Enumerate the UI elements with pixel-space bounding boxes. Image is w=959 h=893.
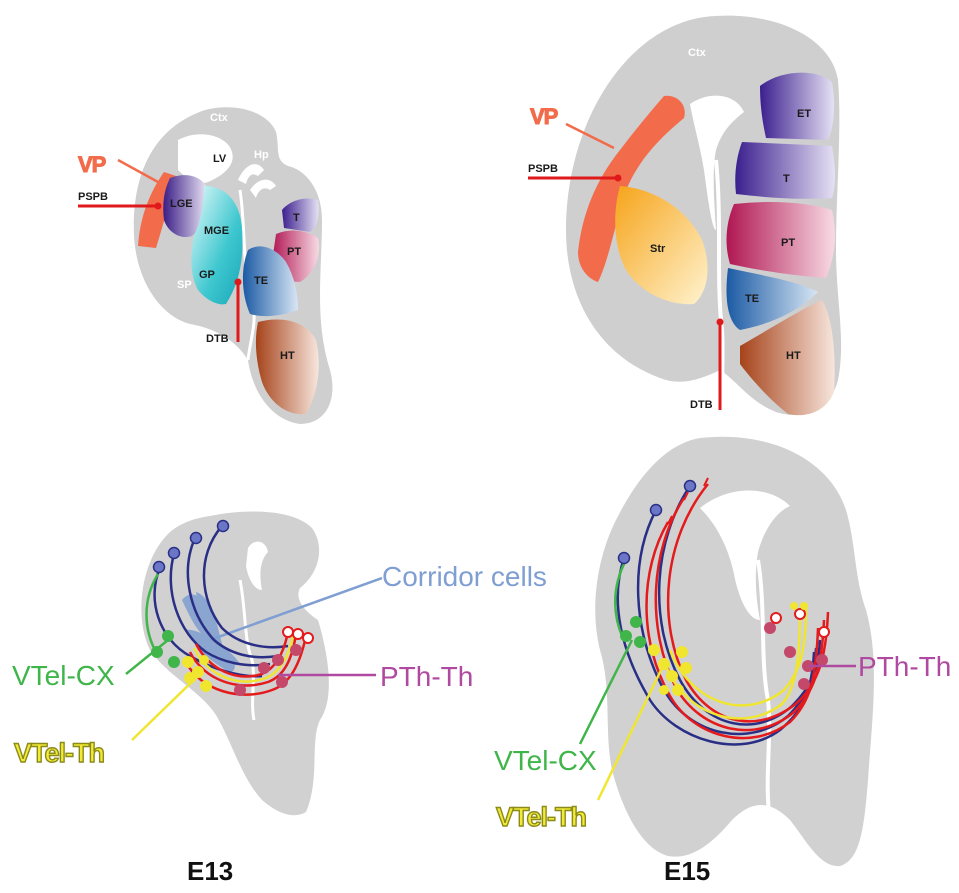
e13-pspb-dot xyxy=(155,203,162,210)
e15-vp-label: VP xyxy=(530,104,558,129)
soma-yellow xyxy=(200,680,212,692)
e13-bottom-panel: Corridor cells VTel-CX VTel-Th PTh-Th xyxy=(12,512,547,816)
soma-green xyxy=(630,616,642,628)
soma-blue xyxy=(191,533,202,544)
e13-ht-label: HT xyxy=(280,350,295,362)
e15-dtb-dot xyxy=(717,319,724,326)
e13-lv-label: LV xyxy=(213,153,227,165)
e15-pspb-dot xyxy=(615,175,622,182)
soma-green xyxy=(634,636,646,648)
e13-hp-label: Hp xyxy=(254,149,269,161)
e13-dtb-dot xyxy=(235,279,242,286)
soma-yellow xyxy=(672,684,684,696)
e13-pth-th-label: PTh-Th xyxy=(380,661,473,692)
soma-yellow xyxy=(659,685,669,695)
e15-t-label: T xyxy=(783,173,790,185)
e15-top-panel: Ctx Hp VP PSPB Str ET T PT TE HT DTB xyxy=(528,16,841,416)
e13-vp-label: VP xyxy=(78,152,106,177)
soma-blue xyxy=(651,505,662,516)
soma-yellow xyxy=(666,670,678,682)
e13-vtel-th-pointer xyxy=(132,674,200,740)
soma-red xyxy=(303,633,313,643)
soma-pink xyxy=(798,678,810,690)
soma-pink xyxy=(784,646,796,658)
soma-pink xyxy=(234,684,246,696)
e15-pth-th-label: PTh-Th xyxy=(858,651,951,682)
e13-lge-label: LGE xyxy=(170,198,193,210)
e15-dtb-label: DTB xyxy=(690,399,713,411)
stage-label-e15: E15 xyxy=(664,856,710,886)
e15-ctx-label: Ctx xyxy=(688,47,707,59)
e15-et-label: ET xyxy=(797,108,811,120)
e13-dtb-label: DTB xyxy=(206,333,229,345)
e15-pt-label: PT xyxy=(781,237,795,249)
soma-green xyxy=(168,656,180,668)
soma-blue xyxy=(169,548,180,559)
e13-top-panel: Ctx LV Hp VP PSPB LGE MGE GP SP T PT TE … xyxy=(78,107,332,424)
stage-label-e13: E13 xyxy=(187,856,233,886)
e13-corridor-cells-label: Corridor cells xyxy=(382,561,547,592)
e13-te-label: TE xyxy=(254,275,268,287)
soma-pink xyxy=(272,654,284,666)
e15-t-region xyxy=(735,142,835,199)
soma-pink xyxy=(276,676,288,688)
soma-red xyxy=(795,609,805,619)
e15-et-region xyxy=(760,73,834,140)
e15-bottom-panel: VTel-CX VTel-Th PTh-Th xyxy=(494,437,951,866)
soma-pink xyxy=(258,662,270,674)
soma-yellow xyxy=(680,662,692,674)
e15-str-label: Str xyxy=(650,243,666,255)
soma-red xyxy=(293,629,303,639)
e15-te-label: TE xyxy=(745,293,759,305)
e13-pspb-label: PSPB xyxy=(78,191,108,203)
e13-vtel-cx-label: VTel-CX xyxy=(12,660,115,691)
soma-red xyxy=(819,627,829,637)
e15-hp-label: Hp xyxy=(711,104,726,116)
e13-ctx-label: Ctx xyxy=(210,112,229,124)
e15-ht-label: HT xyxy=(786,350,801,362)
e13-pt-label: PT xyxy=(287,246,301,258)
soma-yellow-tip xyxy=(790,602,798,610)
e15-vtel-th-label: VTel-Th xyxy=(496,802,586,832)
soma-pink xyxy=(764,622,776,634)
soma-green xyxy=(620,630,632,642)
soma-yellow xyxy=(199,655,209,665)
soma-pink xyxy=(816,654,828,666)
e15-vtel-cx-label: VTel-CX xyxy=(494,745,597,776)
soma-red xyxy=(283,627,293,637)
soma-yellow xyxy=(648,644,660,656)
soma-yellow xyxy=(676,646,688,658)
soma-red xyxy=(771,613,781,623)
soma-blue xyxy=(685,481,696,492)
soma-yellow xyxy=(182,656,194,668)
e13-gp-label: GP xyxy=(199,269,215,281)
e13-mge-label: MGE xyxy=(204,225,229,237)
e13-t-label: T xyxy=(293,212,300,224)
soma-blue xyxy=(619,553,630,564)
e15-pspb-label: PSPB xyxy=(528,163,558,175)
soma-blue xyxy=(154,562,165,573)
e13-sp-label: SP xyxy=(177,279,192,291)
soma-pink xyxy=(290,644,302,656)
soma-blue xyxy=(218,521,229,532)
soma-yellow-tip xyxy=(800,602,808,610)
e13-vtel-th-label: VTel-Th xyxy=(14,738,104,768)
